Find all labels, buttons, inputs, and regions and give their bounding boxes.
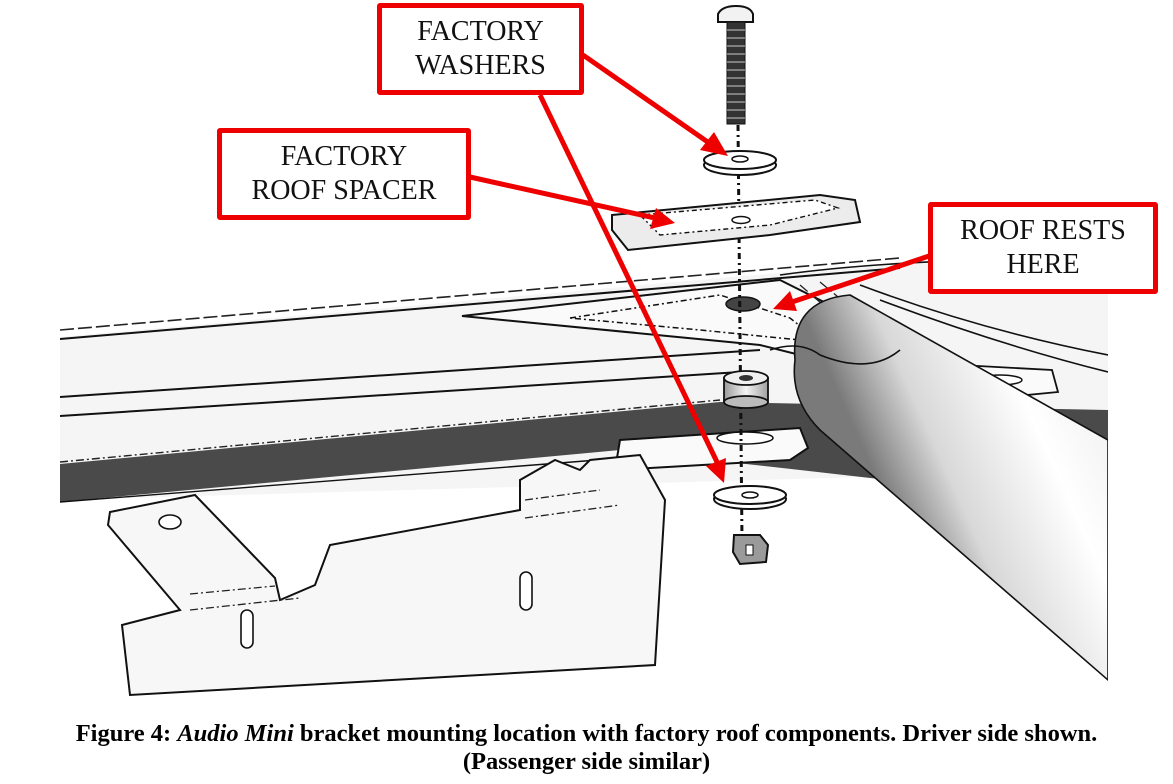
caption-prefix: Figure 4: — [75, 720, 178, 747]
bracket-hole — [158, 514, 182, 530]
callout-arrows — [469, 52, 933, 483]
callout-line: HERE — [1006, 249, 1080, 280]
bracket-slot-left — [240, 609, 254, 649]
callout-factory-roof-spacer: FACTORY ROOF SPACER — [217, 128, 471, 220]
assembly-illustration — [60, 4, 1108, 697]
arrow-washers-upper — [581, 52, 714, 148]
caption-line-2: (Passenger side similar) — [462, 748, 711, 775]
factory-roof-spacer — [611, 193, 862, 252]
callout-factory-washers: FACTORY WASHERS — [377, 3, 584, 95]
callout-roof-rests-here: ROOF RESTS HERE — [928, 202, 1158, 294]
callout-line: FACTORY — [417, 16, 544, 47]
audio-mini-bracket — [106, 453, 667, 697]
arrowhead-icon — [650, 208, 675, 229]
arrow-roof-rests — [791, 252, 933, 305]
roll-bar-tube — [769, 294, 1108, 682]
bracket-slot-right — [519, 571, 533, 611]
upper-washer — [703, 150, 777, 176]
technical-drawing: FACTORY WASHERS FACTORY ROOF SPACER ROOF… — [60, 3, 1158, 697]
arrow-spacer — [469, 174, 656, 221]
caption-text: bracket mounting location with factory r… — [293, 720, 1098, 747]
caption-product-name: Audio Mini — [177, 720, 294, 747]
spacer-sleeve — [723, 370, 769, 409]
caption-line-1: Figure 4: Audio Mini bracket mounting lo… — [0, 720, 1173, 748]
callout-line: FACTORY — [280, 141, 408, 172]
callout-line: ROOF RESTS — [960, 215, 1126, 246]
nut — [731, 534, 770, 566]
figure-caption: Figure 4: Audio Mini bracket mounting lo… — [0, 720, 1173, 776]
callout-line: WASHERS — [415, 50, 546, 81]
arrowhead-icon — [773, 291, 797, 311]
arrowhead-icon — [700, 132, 728, 156]
lower-washer — [713, 485, 787, 510]
bolt — [717, 4, 754, 125]
arrow-washers-lower — [537, 93, 720, 464]
callout-line: ROOF SPACER — [251, 175, 437, 206]
assembly-axis — [736, 124, 744, 541]
arrowhead-icon — [706, 458, 726, 483]
